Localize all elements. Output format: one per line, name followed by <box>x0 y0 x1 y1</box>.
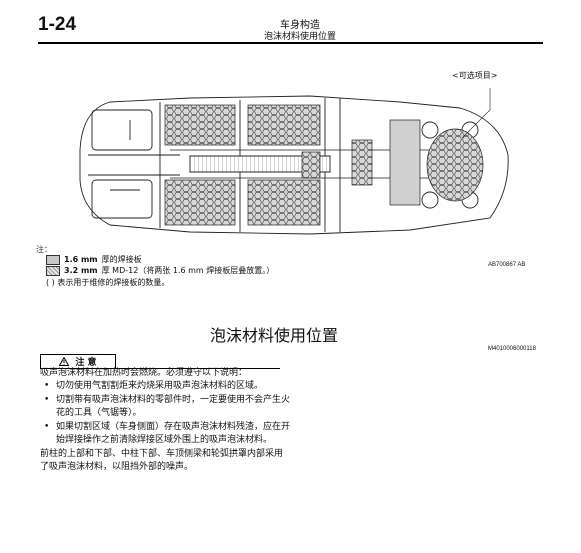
legend-row: 3.2 mm 厚 MD-12（将两张 1.6 mm 焊接板层叠放置。） <box>46 265 274 276</box>
warning-triangle-icon <box>59 357 70 366</box>
header-subtitle: 泡沫材料使用位置 <box>263 32 336 42</box>
foam-panels <box>164 104 484 226</box>
caution-item: 如果切割区域（车身侧面）存在吸声泡沫材料残渣，应在开始焊接操作之前清除焊接区域外… <box>40 421 290 447</box>
section-title: 泡沫材料使用位置 <box>210 326 339 345</box>
page-number: 1-24 <box>38 14 77 35</box>
legend-thickness: 1.6 mm <box>64 255 98 264</box>
caution-intro: 吸声泡沫材料在加热时会燃烧。必须遵守以下说明： <box>40 368 248 378</box>
legend-text: 厚的焊接板 <box>101 255 142 264</box>
optional-item-tag: <可选项目> <box>452 71 498 80</box>
leader-line <box>461 88 491 139</box>
caution-list: 切勿使用气割割炬来灼烧采用吸声泡沫材料的区域。 切割带有吸声泡沫材料的零部件时，… <box>40 380 290 447</box>
caution-body: 吸声泡沫材料在加热时会燃烧。必须遵守以下说明： 切勿使用气割割炬来灼烧采用吸声泡… <box>40 367 290 474</box>
header-title: 车身构造 <box>280 20 320 31</box>
legend-row: 1.6 mm 厚的焊接板 <box>46 254 142 265</box>
caution-closing: 前柱的上部和下部、中柱下部、车顶侧梁和轮弧拱罩内部采用了吸声泡沫材料，以阻挡外部… <box>40 449 284 472</box>
vehicle-underbody-diagram <box>79 88 509 235</box>
caution-item: 切割带有吸声泡沫材料的零部件时，一定要使用不会产生火花的工具（气锯等）。 <box>40 394 290 420</box>
legend-text: 厚 MD-12（将两张 1.6 mm 焊接板层叠放置。） <box>101 266 275 275</box>
legend-swatch-hatched <box>46 265 60 276</box>
legend-swatch-plain <box>46 254 60 265</box>
figure-code: AB700867 AB <box>488 262 526 268</box>
caution-item: 切勿使用气割割炬来灼烧采用吸声泡沫材料的区域。 <box>40 380 290 393</box>
caution-rule <box>40 368 280 369</box>
note-label: 注： <box>36 245 52 254</box>
section-code: M4010006000118 <box>488 346 536 352</box>
header-rule <box>38 42 543 44</box>
legend-paren-note: ( ) 表示用于维修的焊接板的数量。 <box>46 278 170 287</box>
caution-label: 注 意 <box>75 358 97 368</box>
legend-thickness: 3.2 mm <box>64 266 98 275</box>
